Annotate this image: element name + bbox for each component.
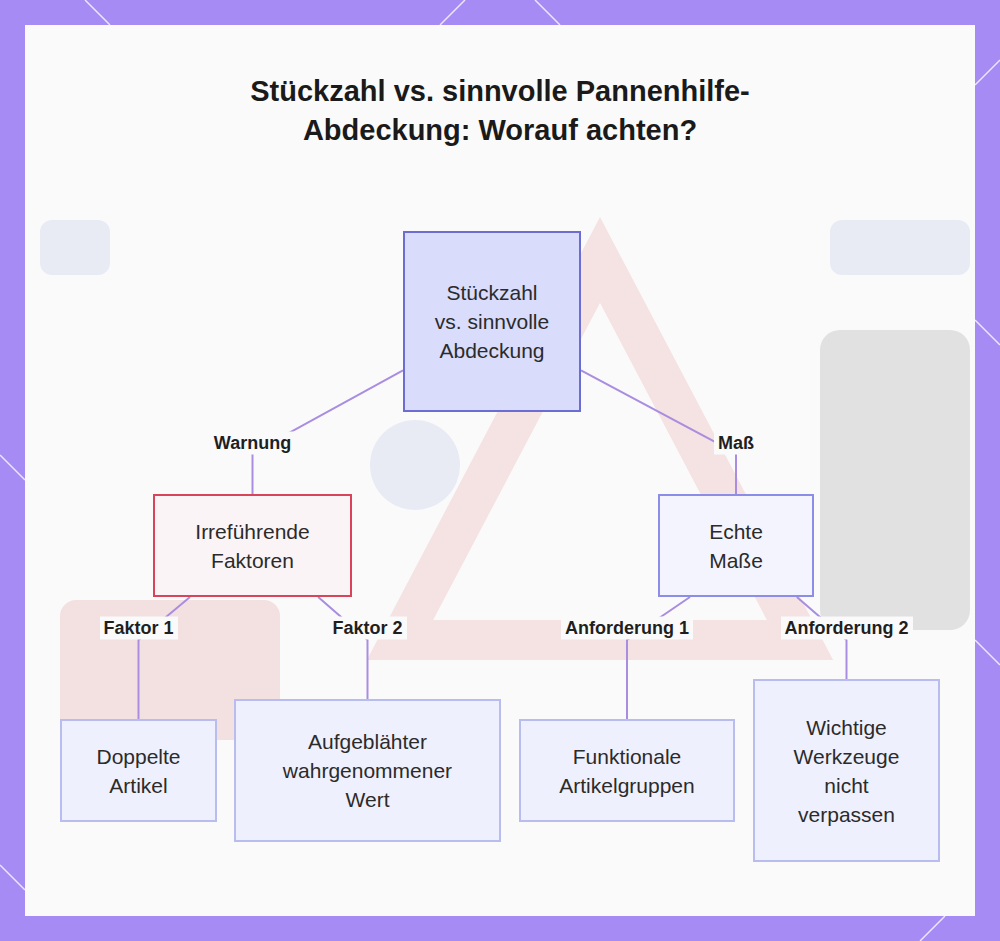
- diagram-title: Stückzahl vs. sinnvolle Pannenhilfe-Abde…: [250, 72, 750, 150]
- connector-line: [318, 597, 367, 699]
- edge-label: Anforderung 2: [781, 617, 913, 640]
- category-box: Echte Maße: [658, 494, 814, 597]
- category-box: Irreführende Faktoren: [153, 494, 352, 597]
- node-label: Aufgeblähter wahrgenommener Wert: [265, 727, 470, 814]
- faded-photo: [40, 220, 970, 740]
- leaf-box: Funktionale Artikelgruppen: [519, 719, 735, 822]
- root-box: Stückzahl vs. sinnvolle Abdeckung: [403, 231, 581, 412]
- node-label: Wichtige Werkzeuge nicht verpassen: [788, 713, 906, 829]
- node-label: Stückzahl vs. sinnvolle Abdeckung: [431, 278, 553, 365]
- edge-label: Anforderung 1: [561, 617, 693, 640]
- connector-line: [627, 597, 690, 719]
- edge-label: Faktor 2: [328, 617, 406, 640]
- leaf-box: Wichtige Werkzeuge nicht verpassen: [753, 679, 940, 862]
- node-label: Funktionale Artikelgruppen: [540, 742, 715, 800]
- node-label: Doppelte Artikel: [86, 742, 191, 800]
- node-label: Echte Maße: [691, 517, 781, 575]
- leaf-box: Aufgeblähter wahrgenommener Wert: [234, 699, 501, 842]
- leaf-box: Doppelte Artikel: [60, 719, 217, 822]
- canvas: [25, 25, 975, 916]
- connector-line: [139, 597, 191, 719]
- node-label: Irreführende Faktoren: [178, 517, 328, 575]
- edge-label: Faktor 1: [99, 617, 177, 640]
- edge-label: Maß: [714, 432, 758, 455]
- connector-line: [581, 370, 736, 494]
- edge-label: Warnung: [210, 432, 295, 455]
